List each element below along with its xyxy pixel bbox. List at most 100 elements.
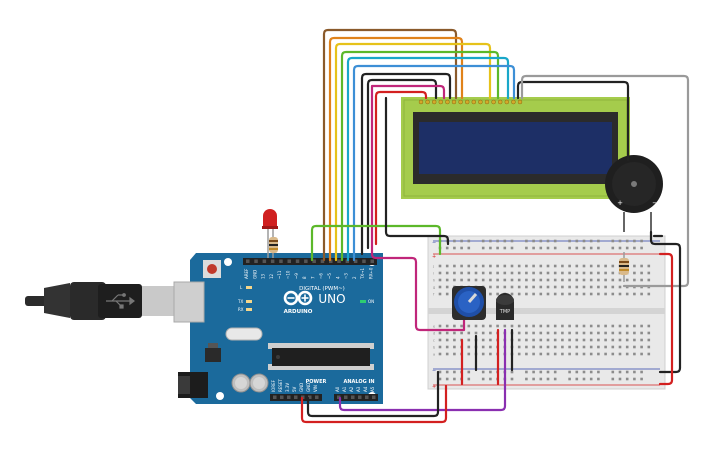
breadboard-hole[interactable] (553, 285, 557, 289)
lcd-pin[interactable] (511, 99, 516, 105)
breadboard-hole[interactable] (445, 370, 449, 374)
lcd-pin[interactable] (491, 99, 496, 105)
breadboard-hole[interactable] (618, 331, 622, 335)
breadboard-hole[interactable] (589, 292, 593, 296)
lcd-pin[interactable] (431, 99, 437, 105)
breadboard-hole[interactable] (618, 338, 622, 342)
breadboard-hole[interactable] (510, 246, 514, 250)
breadboard-hole[interactable] (575, 285, 579, 289)
analog-pin[interactable] (372, 395, 376, 400)
breadboard-hole[interactable] (597, 324, 600, 328)
breadboard-hole[interactable] (625, 338, 629, 342)
breadboard-hole[interactable] (453, 264, 456, 268)
breadboard-hole[interactable] (647, 331, 651, 335)
breadboard-hole[interactable] (503, 285, 507, 289)
breadboard-hole[interactable] (611, 285, 615, 289)
breadboard-hole[interactable] (532, 352, 535, 356)
breadboard-hole[interactable] (546, 271, 550, 275)
breadboard-hole[interactable] (611, 352, 615, 356)
breadboard-hole[interactable] (532, 345, 535, 349)
breadboard-hole[interactable] (460, 239, 463, 243)
analog-pin[interactable] (365, 395, 369, 400)
lcd-pin[interactable] (451, 99, 457, 105)
breadboard-hole[interactable] (525, 285, 528, 289)
breadboard-hole[interactable] (589, 324, 593, 328)
lcd-pin[interactable] (484, 99, 490, 105)
breadboard-hole[interactable] (611, 292, 615, 296)
breadboard-hole[interactable] (489, 246, 492, 250)
breadboard-hole[interactable] (546, 377, 550, 381)
breadboard-hole[interactable] (553, 239, 557, 243)
lcd-display[interactable] (401, 97, 630, 199)
breadboard-hole[interactable] (611, 271, 615, 275)
breadboard-hole[interactable] (589, 352, 593, 356)
breadboard-hole[interactable] (510, 324, 514, 328)
breadboard-hole[interactable] (633, 345, 636, 349)
breadboard-hole[interactable] (445, 345, 449, 349)
breadboard-hole[interactable] (633, 338, 636, 342)
breadboard-hole[interactable] (582, 345, 586, 349)
breadboard-hole[interactable] (633, 324, 636, 328)
breadboard-hole[interactable] (561, 271, 564, 275)
breadboard-hole[interactable] (525, 377, 528, 381)
breadboard-hole[interactable] (496, 271, 499, 275)
breadboard-hole[interactable] (517, 338, 521, 342)
breadboard-hole[interactable] (625, 331, 629, 335)
breadboard-hole[interactable] (568, 278, 571, 282)
reset-button[interactable] (203, 260, 221, 278)
breadboard-hole[interactable] (438, 377, 442, 381)
breadboard-hole[interactable] (467, 246, 471, 250)
breadboard-hole[interactable] (460, 324, 463, 328)
breadboard-hole[interactable] (604, 264, 607, 268)
breadboard-hole[interactable] (503, 278, 507, 282)
breadboard-hole[interactable] (582, 292, 586, 296)
breadboard-hole[interactable] (553, 324, 557, 328)
breadboard-hole[interactable] (467, 324, 471, 328)
breadboard-hole[interactable] (589, 264, 593, 268)
breadboard-hole[interactable] (525, 324, 528, 328)
breadboard-hole[interactable] (546, 345, 550, 349)
breadboard-hole[interactable] (604, 271, 607, 275)
breadboard-hole[interactable] (633, 246, 636, 250)
breadboard-hole[interactable] (575, 331, 579, 335)
breadboard-hole[interactable] (597, 377, 600, 381)
breadboard-hole[interactable] (453, 239, 456, 243)
breadboard-hole[interactable] (546, 292, 550, 296)
breadboard-hole[interactable] (438, 345, 442, 349)
breadboard-hole[interactable] (633, 370, 636, 374)
breadboard-hole[interactable] (445, 338, 449, 342)
breadboard-hole[interactable] (445, 278, 449, 282)
breadboard-hole[interactable] (474, 271, 478, 275)
breadboard-hole[interactable] (539, 345, 543, 349)
breadboard-hole[interactable] (532, 246, 535, 250)
breadboard-hole[interactable] (510, 377, 514, 381)
breadboard-hole[interactable] (481, 352, 485, 356)
breadboard-hole[interactable] (532, 331, 535, 335)
breadboard-hole[interactable] (438, 331, 442, 335)
breadboard-hole[interactable] (481, 271, 485, 275)
breadboard-hole[interactable] (460, 331, 463, 335)
breadboard-hole[interactable] (575, 278, 579, 282)
breadboard-hole[interactable] (611, 324, 615, 328)
breadboard-hole[interactable] (611, 264, 615, 268)
temperature-sensor[interactable]: TMP (496, 293, 514, 320)
digital-pin[interactable] (370, 259, 375, 264)
breadboard-hole[interactable] (539, 246, 543, 250)
breadboard-hole[interactable] (561, 264, 564, 268)
breadboard-hole[interactable] (582, 324, 586, 328)
breadboard-hole[interactable] (517, 285, 521, 289)
breadboard-hole[interactable] (633, 292, 636, 296)
breadboard-hole[interactable] (589, 278, 593, 282)
breadboard-hole[interactable] (489, 345, 492, 349)
lcd-pin[interactable] (425, 99, 430, 105)
breadboard-hole[interactable] (597, 292, 600, 296)
breadboard-hole[interactable] (640, 331, 643, 335)
digital-pin[interactable] (270, 259, 275, 264)
breadboard-hole[interactable] (467, 352, 471, 356)
breadboard-hole[interactable] (604, 292, 607, 296)
breadboard-hole[interactable] (525, 278, 528, 282)
breadboard-hole[interactable] (460, 271, 463, 275)
breadboard-hole[interactable] (640, 370, 643, 374)
breadboard-hole[interactable] (539, 239, 543, 243)
breadboard-hole[interactable] (553, 338, 557, 342)
